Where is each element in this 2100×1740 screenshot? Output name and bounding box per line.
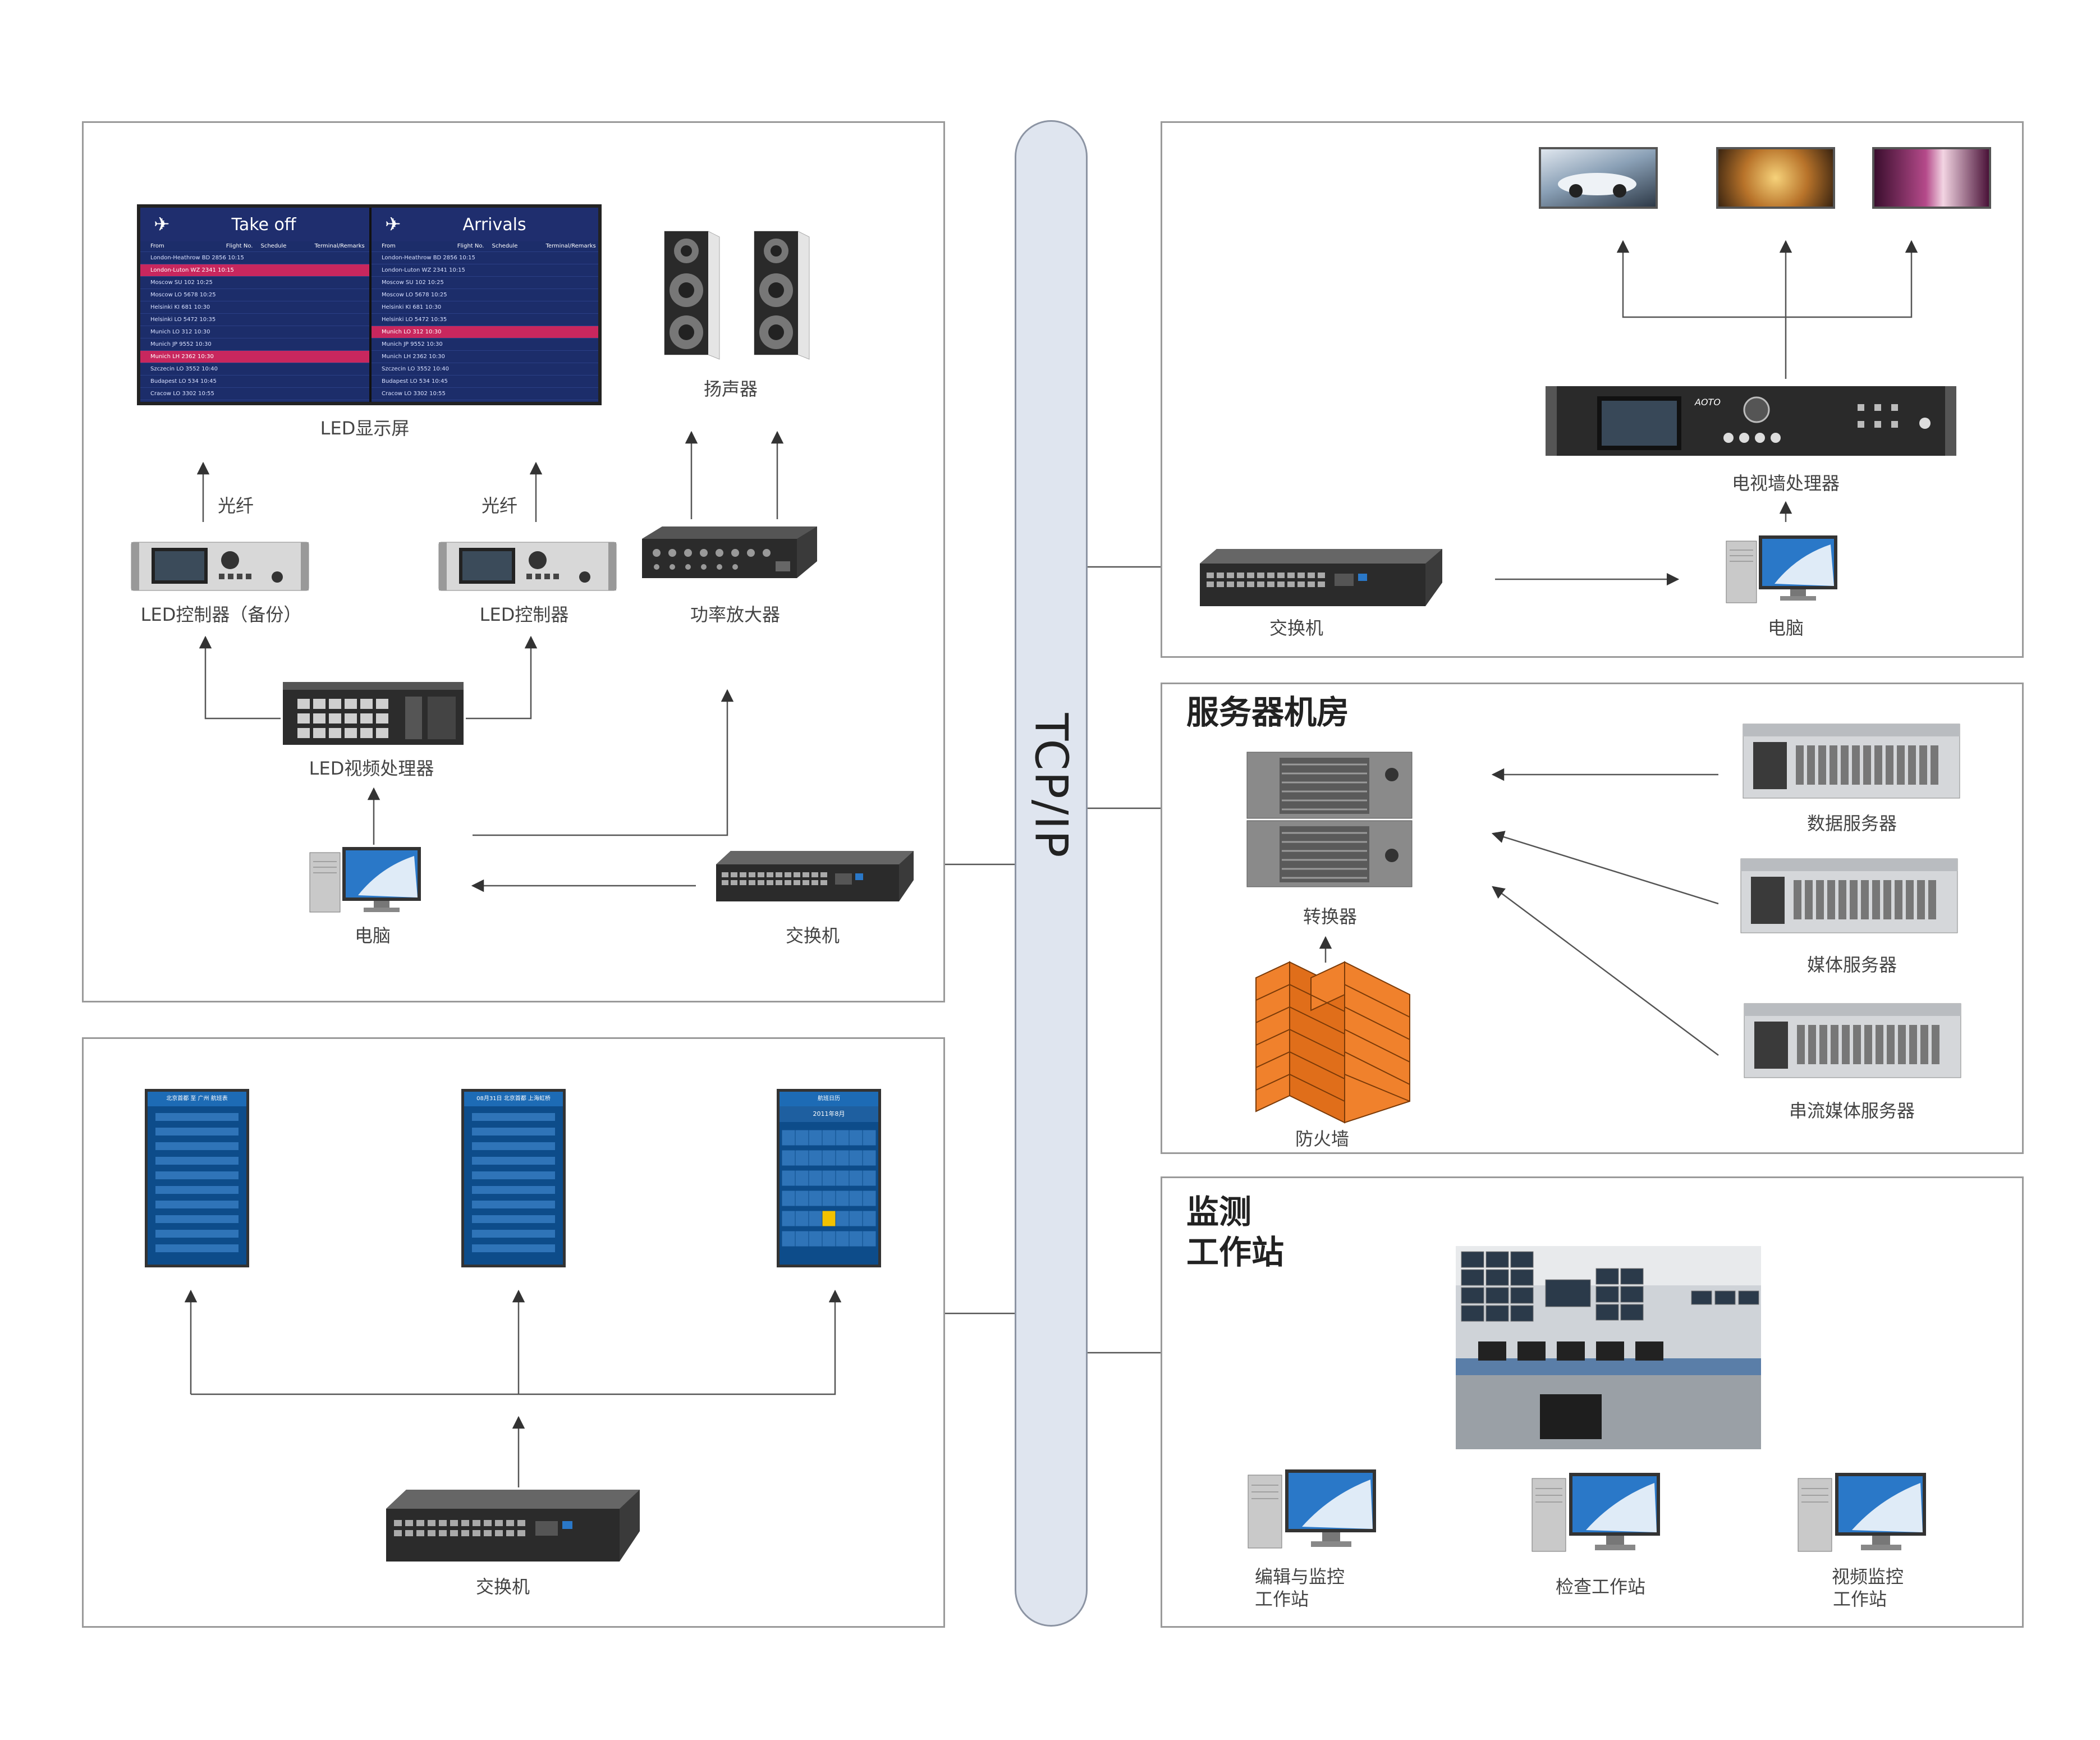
power-amplifier-label: 功率放大器 [690, 604, 781, 625]
board-row: Munich JP 9552 10:30 [372, 338, 598, 351]
computer-label: 电脑 [354, 925, 391, 946]
board-row: Moscow LO 5678 10:25 [372, 289, 598, 301]
monitoring-title-line1: 监测 [1186, 1193, 1252, 1231]
stream-media-server-label: 串流媒体服务器 [1789, 1100, 1915, 1121]
col-flight: Flight No. [226, 243, 253, 249]
board-row: Szczecin LO 3552 10:40 [140, 363, 369, 376]
led-controller-backup-icon [131, 542, 309, 591]
stream-media-server-icon [1744, 1003, 1961, 1078]
data-server-label: 数据服务器 [1806, 813, 1897, 834]
phone-screen-3: 航班日历 2011年8月 [777, 1089, 881, 1267]
switch-label: 交换机 [785, 925, 840, 946]
board-row: Munich JP 9552 10:30 [140, 338, 369, 351]
firewall-icon [1255, 961, 1410, 1124]
ws1-label-line2: 工作站 [1254, 1588, 1309, 1610]
ws3-label-line2: 工作站 [1832, 1588, 1887, 1610]
col-terminal: Terminal/Remarks [545, 243, 596, 249]
phone-screen-1: 北京首都 至 广州 航班表 [145, 1089, 249, 1267]
board-row: Munich LO 312 10:30 [140, 326, 369, 338]
led-controller-backup-label: LED控制器（备份） [140, 604, 302, 625]
board-row: Munich LH 2362 10:30 [372, 351, 598, 363]
led-screen-label: LED显示屏 [320, 418, 410, 439]
ws2-label: 检查工作站 [1555, 1576, 1646, 1597]
board-row: Helsinki KI 681 10:30 [140, 301, 369, 314]
phone-2-title: 08月31日 北京首都 上海虹桥 [464, 1092, 563, 1106]
board-row: Budapest LO 534 10:45 [372, 376, 598, 388]
arrivals-title: Arrivals [462, 214, 526, 235]
tv-wall-processor-label: 电视墙处理器 [1731, 473, 1840, 494]
led-video-processor-label: LED视频处理器 [309, 758, 434, 779]
led-display-screen: ✈ Take off From Flight No. Schedule Terminal… [137, 204, 602, 405]
tv-screen-show [1716, 147, 1835, 209]
converter-icon [1246, 752, 1413, 887]
board-row: Moscow SU 102 10:25 [140, 277, 369, 289]
workstation-computer-icon [1248, 1469, 1376, 1549]
brand-logo: AOTO [1694, 397, 1721, 407]
phone-3-title: 航班日历 [780, 1092, 878, 1106]
phone-screen-2: 08月31日 北京首都 上海虹桥 [461, 1089, 566, 1267]
server-room-title: 服务器机房 [1186, 693, 1350, 731]
board-row: Moscow SU 102 10:25 [372, 277, 598, 289]
board-row: Budapest LO 534 10:45 [140, 376, 369, 388]
power-amplifier-icon [642, 526, 817, 578]
workstation-computer-icon [1798, 1473, 1926, 1552]
media-server-label: 媒体服务器 [1806, 954, 1897, 976]
col-schedule: Schedule [260, 243, 287, 249]
computer-label: 电脑 [1767, 617, 1804, 639]
phone-3-month: 2011年8月 [780, 1106, 878, 1122]
tcpip-bus [1015, 120, 1088, 1627]
network-switch-icon [386, 1490, 640, 1562]
fiber-label-2: 光纤 [481, 495, 518, 516]
col-from: From [150, 243, 164, 249]
led-controller-icon [438, 542, 617, 591]
tv-screen-car [1539, 147, 1658, 209]
board-row: Helsinki KI 681 10:30 [372, 301, 598, 314]
board-row: Helsinki LO 5472 10:35 [140, 314, 369, 326]
col-schedule: Schedule [492, 243, 518, 249]
col-from: From [382, 243, 396, 249]
computer-icon [1726, 535, 1837, 603]
arrivals-icon: ✈ [385, 213, 401, 236]
takeoff-title: Take off [231, 214, 296, 235]
board-row: London-Luton WZ 2341 10:15 [372, 264, 598, 277]
board-row: Cracow LO 3302 10:55 [140, 388, 369, 400]
board-row: London-Heathrow BD 2856 10:15 [140, 252, 369, 264]
takeoff-icon: ✈ [154, 213, 170, 236]
led-controller-label: LED控制器 [479, 604, 569, 625]
calendar-grid [781, 1129, 877, 1247]
tv-screen-portrait [1872, 147, 1991, 209]
switch-label: 交换机 [475, 1576, 530, 1597]
ws3-label-line1: 视频监控 [1831, 1566, 1904, 1587]
tv-wall-processor-icon: AOTO [1546, 386, 1956, 456]
board-row: Munich LH 2362 10:30 [140, 351, 369, 363]
board-row: Helsinki LO 5472 10:35 [372, 314, 598, 326]
board-row: Munich LO 312 10:30 [372, 326, 598, 338]
fiber-label-1: 光纤 [217, 495, 254, 516]
col-terminal: Terminal/Remarks [314, 243, 365, 249]
monitoring-room-photo [1456, 1246, 1761, 1449]
speakers-icon [664, 231, 810, 360]
firewall-label: 防火墙 [1295, 1128, 1350, 1150]
board-row: Szczecin LO 3552 10:40 [372, 363, 598, 376]
data-server-icon [1743, 724, 1960, 799]
computer-icon [309, 847, 421, 913]
media-server-icon [1740, 858, 1958, 933]
network-switch-icon [716, 851, 914, 901]
monitoring-title-line2: 工作站 [1186, 1233, 1285, 1271]
switch-label: 交换机 [1269, 617, 1324, 639]
col-flight: Flight No. [457, 243, 484, 249]
converter-label: 转换器 [1303, 906, 1358, 927]
board-row: Moscow LO 5678 10:25 [140, 289, 369, 301]
led-video-processor-icon [283, 682, 464, 745]
board-row: London-Luton WZ 2341 10:15 [140, 264, 369, 277]
workstation-computer-icon [1532, 1473, 1660, 1552]
board-row: Cracow LO 3302 10:55 [372, 388, 598, 400]
speakers-label: 扬声器 [703, 378, 758, 400]
phone-1-title: 北京首都 至 广州 航班表 [148, 1092, 246, 1106]
ws1-label-line1: 编辑与监控 [1254, 1566, 1345, 1587]
network-switch-icon [1200, 549, 1442, 606]
board-row: London-Heathrow BD 2856 10:15 [372, 252, 598, 264]
